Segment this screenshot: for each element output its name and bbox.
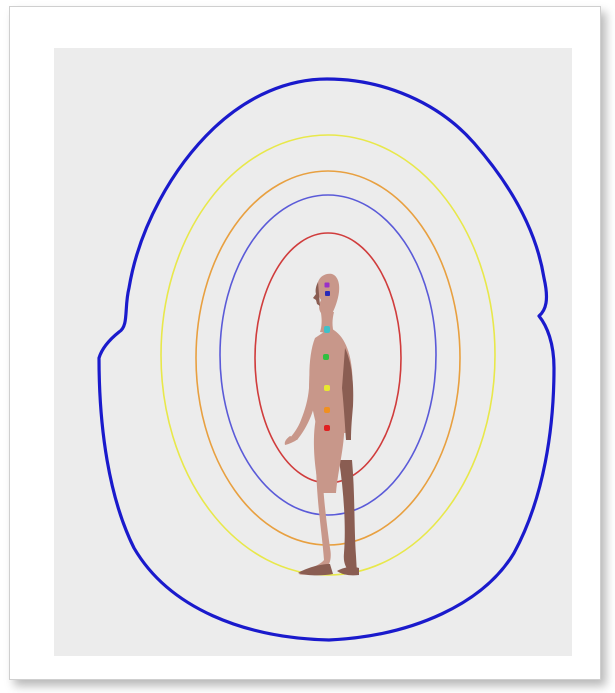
chakra-solar-plexus-point	[324, 385, 330, 391]
picture-frame	[9, 6, 601, 680]
chakra-heart-point	[323, 354, 329, 360]
chakra-sacral-point	[324, 407, 330, 413]
aura-diagram	[54, 48, 572, 656]
chakra-throat-point	[324, 326, 330, 333]
human-figure	[285, 274, 359, 576]
chakra-root-point	[324, 425, 330, 431]
chakra-third-eye-point	[325, 291, 330, 296]
chakra-crown-point	[325, 283, 330, 288]
illustration-canvas	[54, 48, 572, 656]
back-leg	[339, 460, 357, 574]
front-foot	[298, 564, 333, 575]
